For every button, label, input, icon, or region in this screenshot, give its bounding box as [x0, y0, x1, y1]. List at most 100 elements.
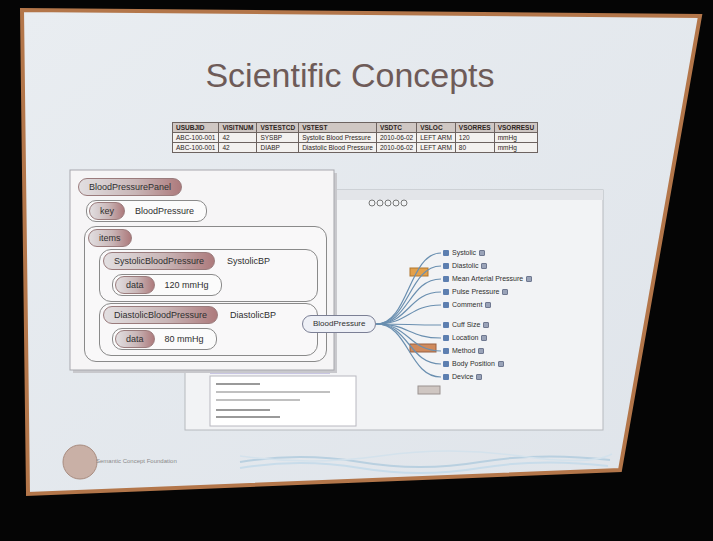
- leaf-badge: [498, 361, 504, 367]
- leaf-badge: [502, 289, 508, 295]
- table-cell-text: LEFT ARM: [420, 144, 452, 151]
- leaf-badge: [479, 250, 485, 256]
- table-cell-text: mmHg: [498, 134, 517, 141]
- table-cell-text: VSTEST: [302, 124, 327, 131]
- mindmap-leaf: Pulse Pressure: [442, 287, 509, 297]
- leaf-icon: [443, 263, 449, 269]
- table-cell: 42: [219, 143, 257, 153]
- leaf-text: Method: [452, 346, 475, 356]
- leaf-badge: [478, 348, 484, 354]
- table-cell-text: mmHg: [498, 144, 517, 151]
- mindmap-leaf: Cuff Size: [442, 320, 490, 330]
- field-row: data120 mmHg: [112, 274, 222, 296]
- mindmap-branch: [376, 266, 441, 324]
- field-row: data 80 mmHg: [112, 328, 217, 350]
- table-cell-text: ABC-100-001: [176, 144, 215, 151]
- leaf-text: Systolic: [452, 248, 476, 258]
- leaf-badge: [485, 302, 491, 308]
- mindmap-leaf: Location: [442, 333, 488, 343]
- table-cell: LEFT ARM: [417, 133, 456, 143]
- mindmap-branch: [376, 324, 441, 377]
- table-row: USUBJID VISITNUM VSTESTCD VSTEST VSDTC VSLOC V…: [173, 123, 538, 133]
- leaf-text: Body Position: [452, 359, 495, 369]
- group-box: SystolicBloodPressure SystolicBP data120 m…: [99, 249, 318, 302]
- leaf-icon: [443, 322, 449, 328]
- table-cell: VSORRES: [455, 123, 494, 133]
- table-cell-text: DIABP: [260, 144, 280, 151]
- table-cell: SYSBP: [257, 133, 299, 143]
- concept-name: SystolicBloodPressure: [103, 252, 215, 270]
- leaf-icon: [443, 361, 449, 367]
- table-cell-text: VSTESTCD: [260, 124, 295, 131]
- leaf-icon: [443, 374, 449, 380]
- table-cell-text: USUBJID: [176, 124, 205, 131]
- leaf-badge: [481, 335, 487, 341]
- table-cell-text: ABC-100-001: [176, 134, 215, 141]
- table-cell: VSTESTCD: [257, 123, 299, 133]
- table-cell: LEFT ARM: [417, 143, 456, 153]
- field-row: key BloodPressure: [86, 200, 207, 222]
- mindmap-leaf: Body Position: [442, 359, 505, 369]
- table-cell-text: VSORRESU: [498, 124, 534, 131]
- leaf-icon: [443, 335, 449, 341]
- leaf-text: Location: [452, 333, 478, 343]
- concept-alias: DiastolicBP: [230, 308, 276, 322]
- leaf-badge: [526, 276, 532, 282]
- table-cell: 120: [455, 133, 494, 143]
- group-box: DiastolicBloodPressure DiastolicBP data 80 …: [99, 303, 318, 356]
- mindmap-leaf: Systolic: [442, 248, 486, 258]
- mindmap-leaf: Method: [442, 346, 485, 356]
- table-cell-text: VSDTC: [380, 124, 402, 131]
- footer-text: Semantic Concept Foundation: [96, 458, 177, 464]
- leaf-icon: [443, 250, 449, 256]
- concept-alias: SystolicBP: [227, 254, 270, 268]
- field-value: 80 mmHg: [165, 332, 204, 346]
- table-cell-text: Systolic Blood Pressure: [302, 134, 371, 141]
- table-cell-text: 80: [459, 144, 466, 151]
- concept-name: items: [88, 229, 132, 247]
- table-cell: VSTEST: [299, 123, 377, 133]
- leaf-icon: [443, 289, 449, 295]
- table-cell: DIABP: [257, 143, 299, 153]
- table-cell: mmHg: [494, 133, 537, 143]
- mindmap-leaf: Device: [442, 372, 483, 382]
- table-cell: mmHg: [494, 143, 537, 153]
- field-value: BloodPressure: [135, 204, 194, 218]
- table-cell: Diastolic Blood Pressure: [299, 143, 377, 153]
- slide-title: Scientific Concepts: [150, 56, 550, 95]
- mindmap-branch: [376, 324, 441, 364]
- table-cell-text: VISITNUM: [222, 124, 253, 131]
- field-key: key: [89, 202, 125, 220]
- table-cell-text: 2010-06-02: [380, 134, 413, 141]
- mindmap-leaf: Diastolic: [442, 261, 488, 271]
- leaf-text: Device: [452, 372, 473, 382]
- table-row: ABC-100-001 42DIABP Diastolic Blood Pressu…: [173, 143, 538, 153]
- leaf-text: Comment: [452, 300, 482, 310]
- table-cell: 2010-06-02: [376, 143, 416, 153]
- table-cell-text: 120: [459, 134, 470, 141]
- table-cell-text: LEFT ARM: [420, 134, 452, 141]
- table-cell: VSLOC: [417, 123, 456, 133]
- mindmap-root: BloodPressure: [302, 315, 376, 333]
- table-cell-text: VSORRES: [459, 124, 491, 131]
- leaf-text: Pulse Pressure: [452, 287, 499, 297]
- table-cell-text: SYSBP: [260, 134, 282, 141]
- leaf-text: Diastolic: [452, 261, 478, 271]
- table-cell-text: VSLOC: [420, 124, 442, 131]
- table-cell: VSORRESU: [494, 123, 537, 133]
- box-header: items: [85, 227, 326, 249]
- table-cell: VSDTC: [376, 123, 416, 133]
- table-cell-text: 42: [222, 134, 229, 141]
- leaf-text: Mean Arterial Pressure: [452, 274, 523, 284]
- mindmap-branch: [376, 253, 441, 324]
- field-value: 120 mmHg: [165, 278, 209, 292]
- table-grid: USUBJID VISITNUM VSTESTCD VSTEST VSDTC VSLOC V…: [172, 122, 538, 153]
- table-cell: 80: [455, 143, 494, 153]
- box-header: SystolicBloodPressure SystolicBP: [100, 250, 317, 272]
- mindmap-leaf: Comment: [442, 300, 492, 310]
- leaf-icon: [443, 348, 449, 354]
- field-key: data: [115, 330, 155, 348]
- table-row: ABC-100-001 42 SYSBP Systolic Blood Pressur…: [173, 133, 538, 143]
- concept-name: DiastolicBloodPressure: [103, 306, 218, 324]
- leaf-text: Cuff Size: [452, 320, 480, 330]
